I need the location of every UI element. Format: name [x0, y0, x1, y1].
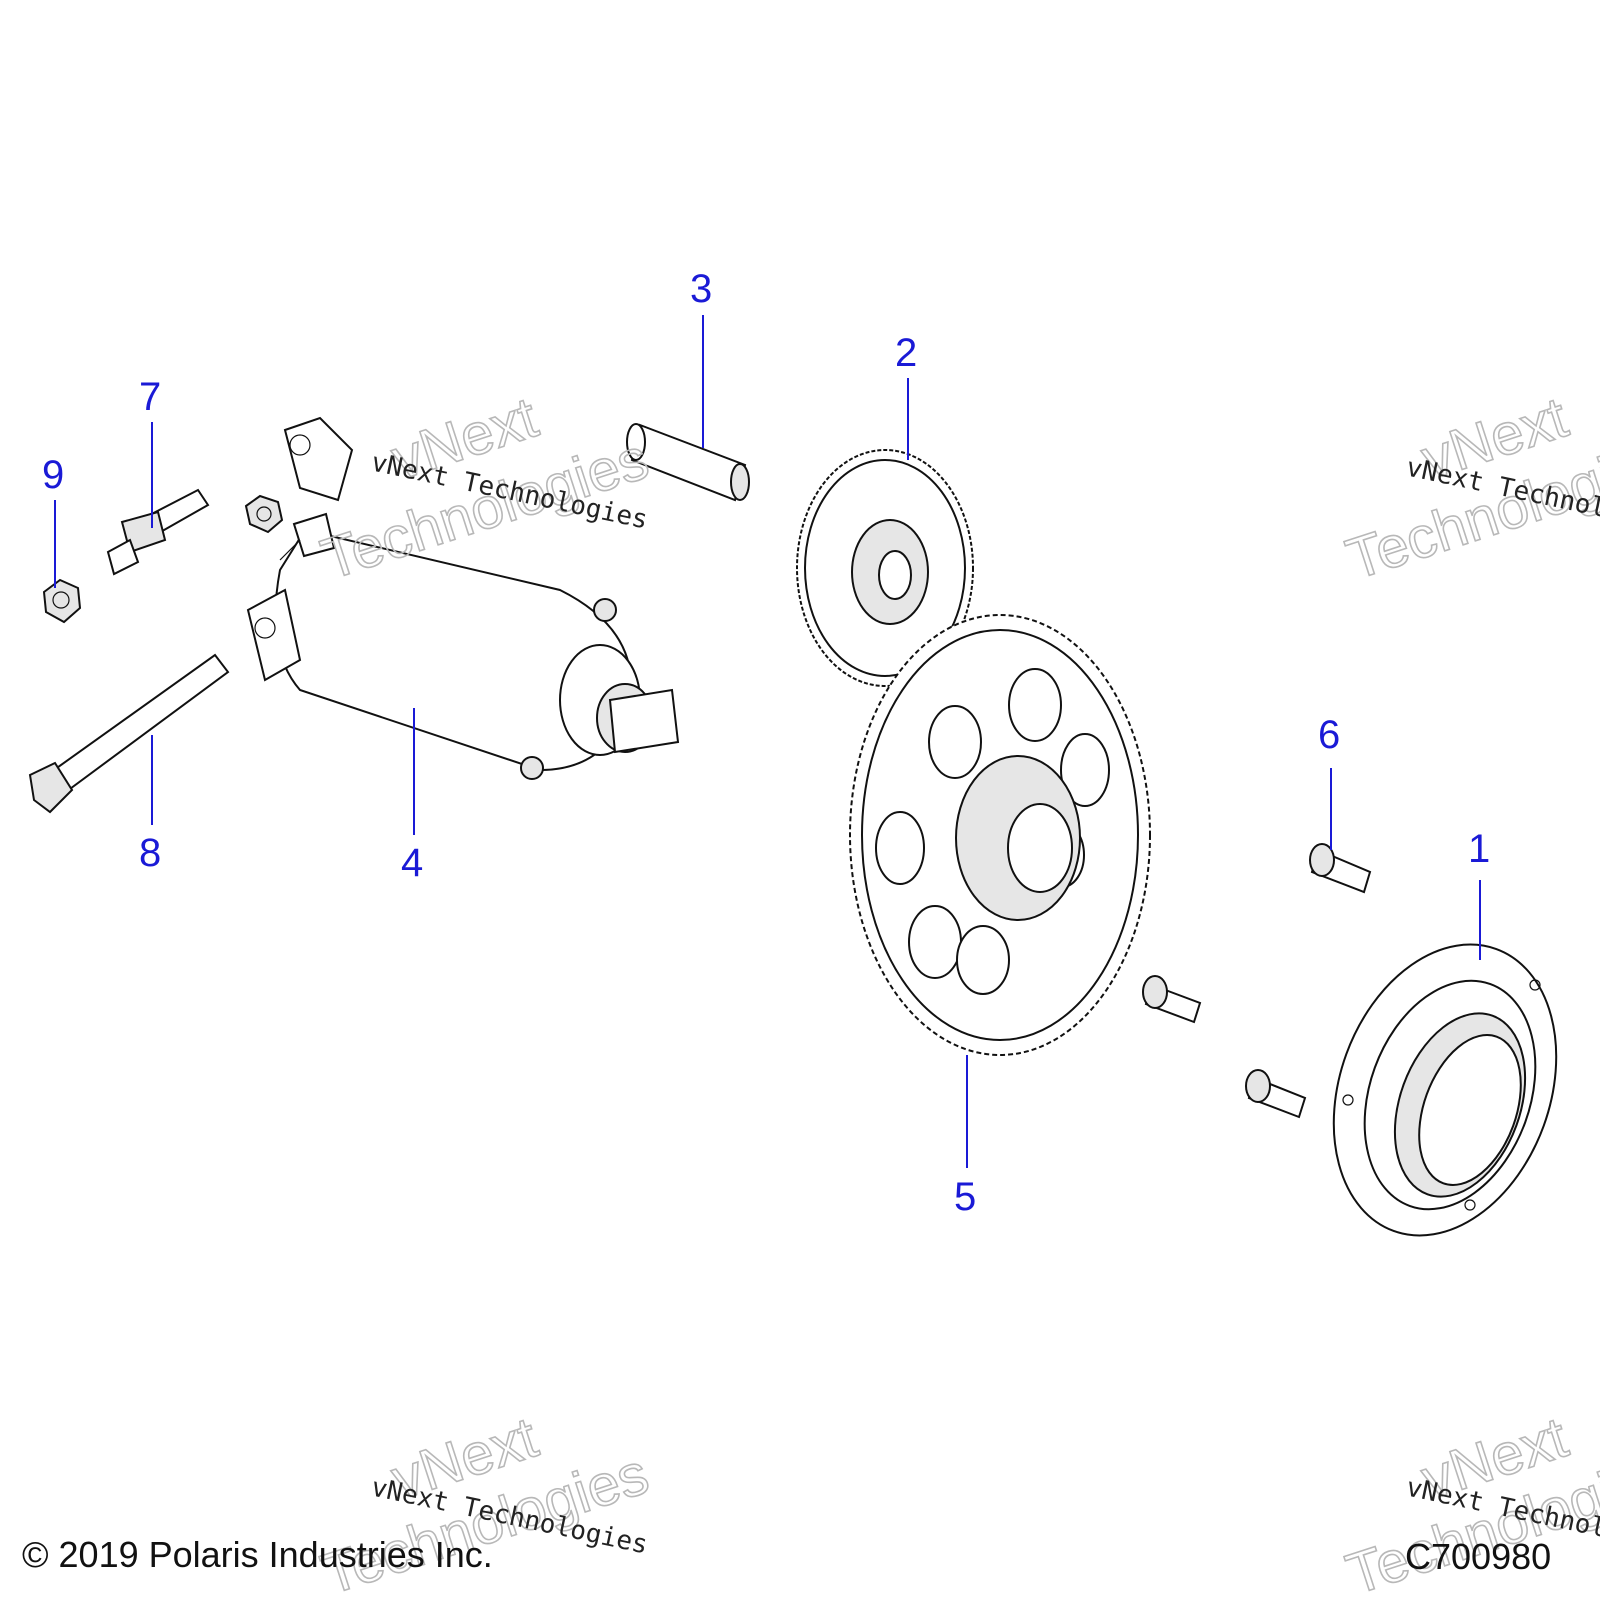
- large-gear: [849, 614, 1151, 1056]
- watermark-top-right: vNext Technologies vNext Technologies: [1338, 384, 1600, 593]
- callout-5: 5: [954, 1175, 976, 1219]
- nut-left: [42, 578, 82, 624]
- callout-4: 4: [401, 841, 423, 885]
- watermark-top-left: vNext Technologies vNext Technologies: [313, 384, 657, 593]
- bolt-6b: [1142, 975, 1202, 1024]
- copyright-notice: © 2019 Polaris Industries Inc.: [22, 1534, 493, 1575]
- idler-gear: [796, 449, 974, 687]
- starter-motor: [246, 416, 680, 780]
- long-bolt: [28, 653, 230, 814]
- callout-1: 1: [1468, 827, 1490, 871]
- drawing-id: C700980: [1405, 1536, 1552, 1577]
- callout-6: 6: [1318, 713, 1340, 757]
- pin-shaft: [626, 423, 750, 502]
- one-way-clutch: [1332, 943, 1558, 1237]
- stud: [106, 488, 210, 576]
- callout-7: 7: [139, 375, 161, 419]
- callout-9: 9: [42, 453, 64, 497]
- bolt-6a: [1309, 843, 1372, 894]
- callout-8: 8: [139, 831, 161, 875]
- callout-3: 3: [690, 267, 712, 311]
- bolt-6c: [1245, 1069, 1307, 1119]
- nut-starter: [244, 494, 284, 534]
- callout-2: 2: [895, 331, 917, 375]
